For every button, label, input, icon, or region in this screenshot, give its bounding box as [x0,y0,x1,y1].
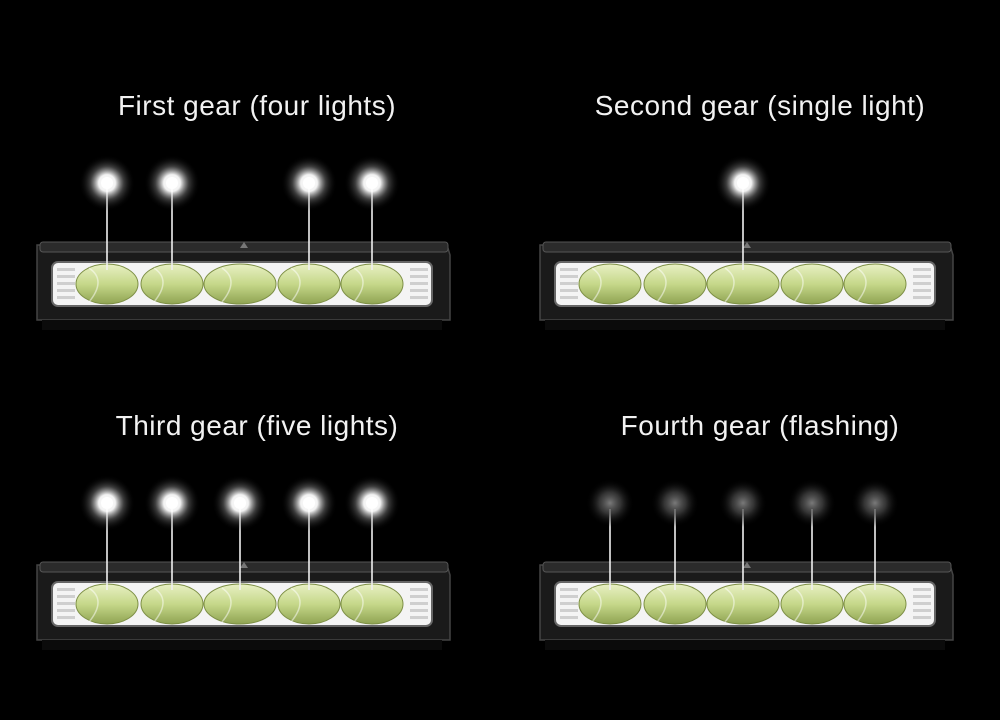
gear-panel-fourth: Fourth gear (flashing) [525,400,1000,720]
end-fins-right [410,588,428,619]
light-glow [788,479,836,527]
logo-mark [240,242,248,248]
end-fins-left [560,268,578,299]
light-core [366,177,378,189]
panel-title: Second gear (single light) [594,90,926,121]
lens-reflector [153,267,164,303]
light-bar-illustration [36,155,451,330]
panel-title: First gear (four lights) [117,90,397,121]
lens-reflector [221,587,232,623]
lens-segment [843,263,907,305]
lens-reflector [353,267,364,303]
bar-base [42,640,442,650]
lens-reflector [290,267,301,303]
lens-reflector [153,587,164,623]
light-bar-illustration [539,155,954,330]
light-core [303,177,315,189]
lens-reflector [724,587,735,623]
light-bar-illustration [539,479,954,650]
lens-reflector [353,587,364,623]
light-core [101,497,113,509]
logo-mark [240,562,248,568]
lens-reflector [290,587,301,623]
lens-reflector [793,267,804,303]
light-bar-illustration [36,475,451,650]
end-fins-left [560,588,578,619]
lens-reflector [591,587,602,623]
panel-title: Third gear (five lights) [115,410,399,441]
lens-reflector [856,267,867,303]
end-fins-left [57,588,75,619]
lens-reflector [656,267,667,303]
lens-reflector [221,267,232,303]
lens-reflector [793,587,804,623]
bar-base [545,320,945,330]
light-core [366,497,378,509]
light-glow [719,479,767,527]
lens-reflector [724,267,735,303]
lens-reflector [88,587,99,623]
bar-base [42,320,442,330]
light-core [303,497,315,509]
light-core [737,177,749,189]
light-glow [851,479,899,527]
lens-reflector [591,267,602,303]
panel-title: Fourth gear (flashing) [620,410,900,441]
light-glow [586,479,634,527]
gear-panel-second: Second gear (single light) [525,80,1000,400]
light-core [101,177,113,189]
light-core [166,497,178,509]
end-fins-right [410,268,428,299]
lens-segment [578,263,642,305]
lens-segment [643,263,707,305]
end-fins-left [57,268,75,299]
bar-base [545,640,945,650]
light-glow [651,479,699,527]
end-fins-right [913,268,931,299]
lens-reflector [656,587,667,623]
lens-segment [203,263,277,305]
logo-mark [743,562,751,568]
light-core [166,177,178,189]
lens-reflector [856,587,867,623]
logo-mark [743,242,751,248]
light-core [234,497,246,509]
gear-panel-third: Third gear (five lights) [22,400,522,720]
gear-panel-first: First gear (four lights) [22,80,522,400]
lens-reflector [88,267,99,303]
end-fins-right [913,588,931,619]
lens-segment [780,263,844,305]
